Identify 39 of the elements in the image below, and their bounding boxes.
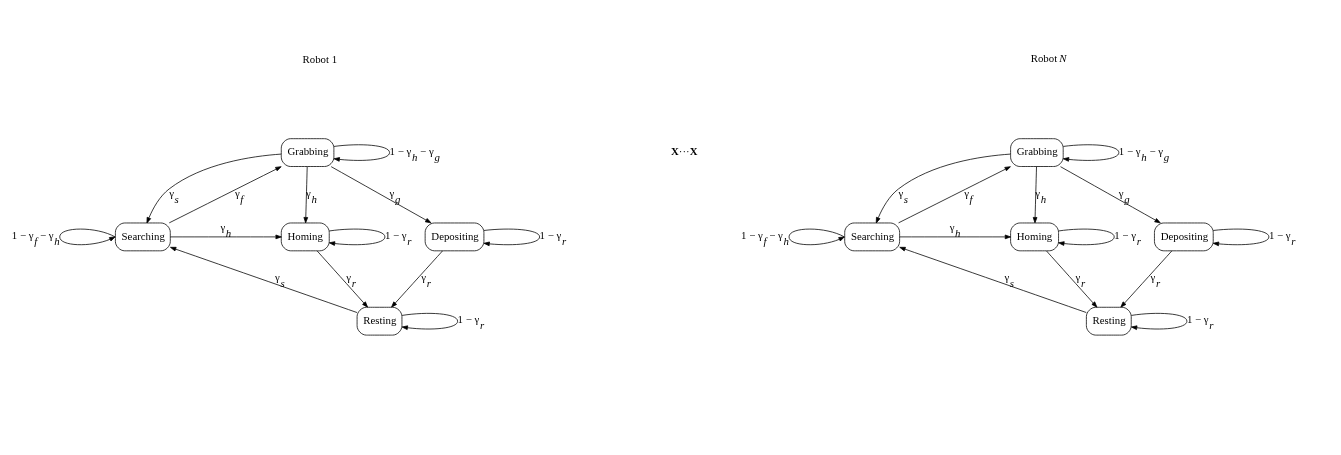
arrow xyxy=(328,228,386,246)
arrow xyxy=(401,312,458,330)
arrow xyxy=(59,228,116,245)
arrow xyxy=(1060,165,1161,223)
arrow xyxy=(1062,143,1120,162)
arrow xyxy=(333,143,390,162)
arrow xyxy=(483,228,540,246)
arrow xyxy=(330,165,432,223)
node-box: Depositing xyxy=(1154,222,1214,251)
arrow xyxy=(1046,250,1098,308)
arrow xyxy=(1120,250,1173,308)
arrow xyxy=(146,153,282,223)
label: X···X xyxy=(671,144,698,157)
node-box: Searching xyxy=(844,222,900,251)
node-box: Searching xyxy=(115,222,171,251)
arrow xyxy=(899,234,1011,239)
node-box: Grabbing xyxy=(1010,137,1064,167)
arrow xyxy=(168,165,282,223)
arrow xyxy=(1131,312,1188,330)
arrow xyxy=(1032,165,1038,223)
arrow xyxy=(788,228,845,245)
arrow xyxy=(1058,228,1115,246)
arrow xyxy=(1212,228,1270,246)
label: Robot N xyxy=(1030,51,1067,64)
node-box: Homing xyxy=(1010,222,1059,251)
arrow xyxy=(898,165,1011,223)
node-box: Grabbing xyxy=(280,137,335,167)
arrow xyxy=(316,250,368,308)
arrow xyxy=(875,153,1011,223)
node-box: Homing xyxy=(280,222,330,251)
arrow xyxy=(303,165,309,223)
node-box: Depositing xyxy=(424,222,485,251)
label: Robot 1 xyxy=(302,52,338,65)
node-box: Resting xyxy=(356,306,403,335)
arrow xyxy=(391,250,443,308)
arrow xyxy=(170,246,358,313)
node-box: Resting xyxy=(1086,306,1132,335)
arrow xyxy=(899,246,1087,313)
arrow xyxy=(170,234,282,239)
